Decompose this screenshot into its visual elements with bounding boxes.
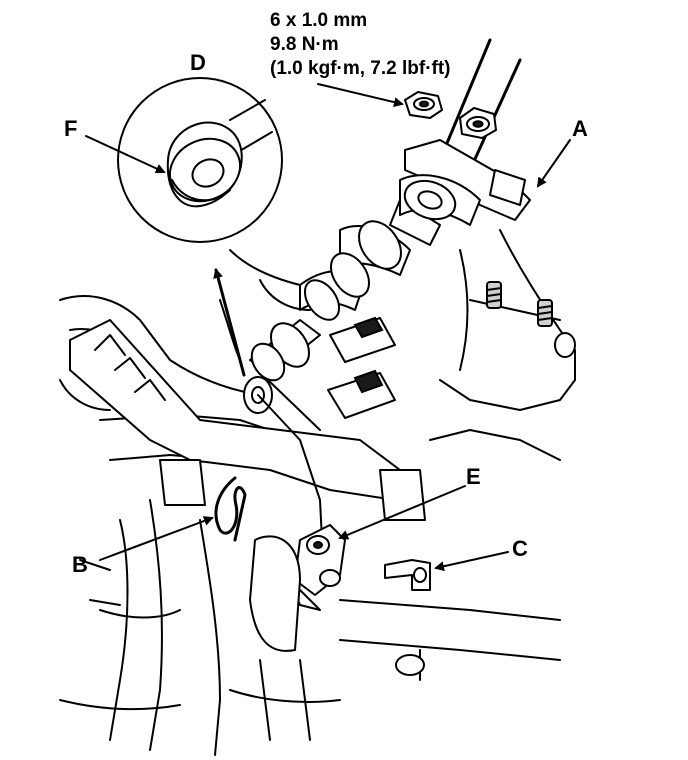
control-lever — [249, 524, 346, 652]
torque-spec-size: 6 x 1.0 mm — [270, 10, 367, 31]
callout-b: B — [72, 552, 88, 577]
callout-d: D — [190, 50, 206, 75]
callout-a: A — [572, 116, 588, 141]
leader-lines — [85, 83, 571, 572]
flange-nut-1 — [404, 91, 443, 119]
retaining-clip — [214, 476, 247, 542]
transmission-housing — [59, 229, 576, 756]
stud-bolts — [486, 281, 553, 327]
torque-spec-nm: 9.8 N·m — [270, 34, 339, 55]
torque-spec-imperial: (1.0 kgf·m, 7.2 lbf·ft) — [270, 58, 451, 79]
connectors — [327, 316, 396, 419]
callout-c: C — [512, 536, 528, 561]
detail-view-circle — [117, 77, 283, 243]
cable-bracket — [399, 139, 531, 226]
lock-pin — [384, 559, 431, 591]
shift-cable — [243, 38, 522, 541]
callout-f: F — [64, 116, 77, 141]
flange-nut-2 — [459, 107, 497, 139]
callout-e: E — [466, 464, 481, 489]
frame-bracket — [69, 319, 426, 521]
